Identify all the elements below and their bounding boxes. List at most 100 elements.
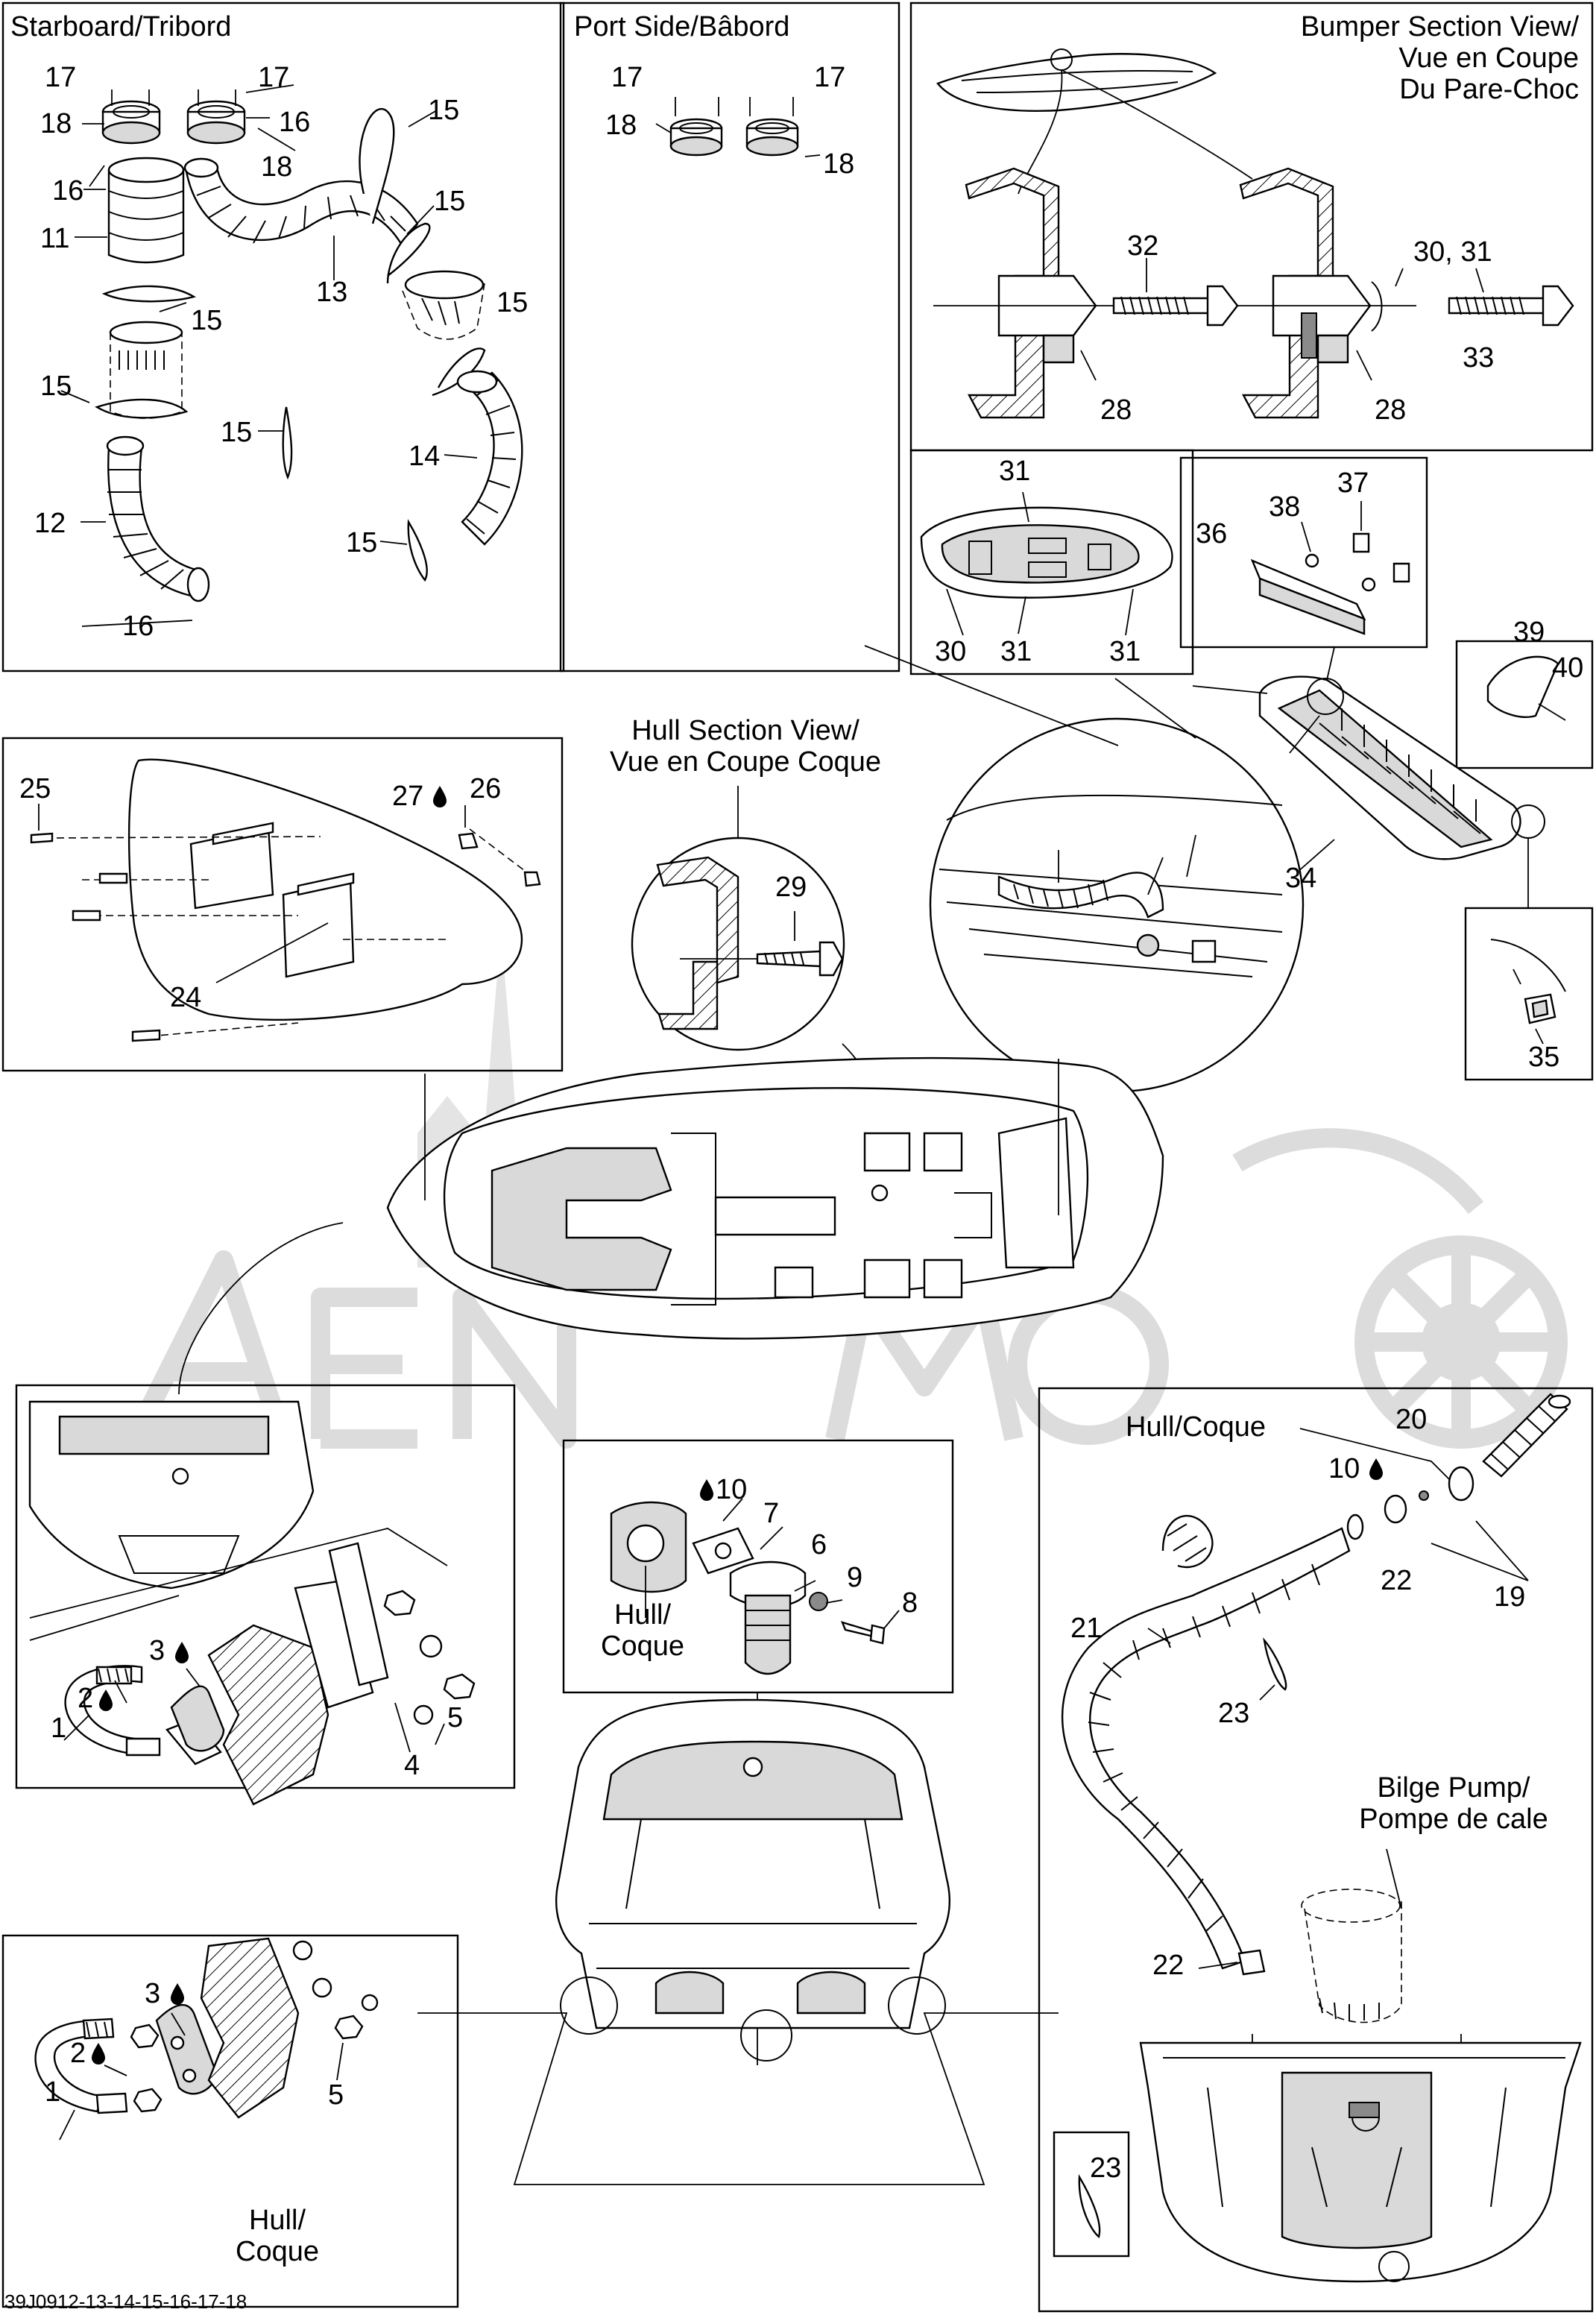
starboard-title: Starboard/Tribord <box>10 11 231 42</box>
bumper-rub-strip <box>1250 501 1410 635</box>
callout-36: 36 <box>1196 518 1227 549</box>
drain-hull-label-line1: Hull/ <box>614 1599 671 1631</box>
callout-3a: 3 <box>149 1635 165 1666</box>
callout-4: 4 <box>404 1750 420 1781</box>
nut-group <box>383 1590 476 1725</box>
hull-section-detail <box>631 786 870 1083</box>
vent-grille-left <box>101 100 161 145</box>
bumper-section-left <box>965 167 1097 419</box>
callout-31b: 31 <box>1000 636 1032 667</box>
callout-6: 6 <box>811 1529 827 1560</box>
bilge-pump-title-line1: Bilge Pump/ <box>1378 1772 1530 1804</box>
callout-17c: 17 <box>611 62 643 93</box>
panel-bumper-section <box>909 1 1594 452</box>
vent-duct-lower-left <box>106 435 210 602</box>
callout-38: 38 <box>1269 491 1300 523</box>
bumper-clip <box>1490 939 1566 1045</box>
panel-port-side <box>559 1 900 673</box>
callout-16a: 16 <box>279 107 310 138</box>
sealant-drop-icon-2b <box>92 2043 105 2064</box>
bumper-tray <box>1192 646 1545 908</box>
callout-5b: 5 <box>328 2079 344 2111</box>
callout-23b: 23 <box>1090 2152 1121 2184</box>
callout-2a: 2 <box>78 1683 93 1714</box>
hull-section-title-line1: Hull Section View/ <box>631 715 859 746</box>
callout-26: 26 <box>470 773 501 804</box>
callout-1a: 1 <box>51 1713 66 1744</box>
callout-7: 7 <box>763 1498 779 1529</box>
vent-grille-right <box>186 100 246 145</box>
callout-labels: 17 17 18 18 16 16 11 15 15 13 15 15 15 1… <box>19 62 1583 2267</box>
bilge-pump-title-line2: Pompe de cale <box>1359 1804 1548 1835</box>
callout-18a: 18 <box>40 108 72 139</box>
callout-15f: 15 <box>221 417 252 448</box>
port-grille-left <box>669 118 723 157</box>
hose-clamp-7 <box>407 519 428 582</box>
callout-32: 32 <box>1127 230 1158 262</box>
bumper-title-line3: Du Pare-Choc <box>1399 74 1579 105</box>
callout-11: 11 <box>40 223 69 254</box>
callout-16c: 16 <box>122 611 154 642</box>
callout-35: 35 <box>1528 1042 1559 1073</box>
callout-16b: 16 <box>52 175 83 207</box>
main-hull-top-view <box>386 1056 1164 1340</box>
port-parts <box>655 97 821 157</box>
callout-28b: 28 <box>1375 394 1406 426</box>
hose-clamp-6 <box>282 406 293 480</box>
callout-10a: 10 <box>716 1474 747 1505</box>
sealant-drop-icon-10b <box>1369 1458 1383 1480</box>
callout-28a: 28 <box>1100 394 1132 426</box>
bumper-section-drawing <box>933 48 1574 419</box>
panel-bilge-pump <box>1038 1387 1594 2313</box>
ubolt-hull-label-line2: Coque <box>236 2236 319 2267</box>
callout-27: 27 <box>392 781 423 812</box>
hose-clamp-3 <box>101 285 197 303</box>
callout-9: 9 <box>847 1562 862 1593</box>
bow-eye-bottom-drawing <box>34 1937 379 2141</box>
bilge-pump-drawing <box>1053 1393 1582 2283</box>
callout-22a: 22 <box>1381 1565 1412 1596</box>
callout-5a: 5 <box>447 1702 463 1733</box>
bilge-hull-coque-label: Hull/Coque <box>1126 1411 1266 1443</box>
callout-15b: 15 <box>434 186 465 217</box>
diagram-code: 39J0912-13-14-15-16-17-18 <box>4 2290 247 2313</box>
callout-20: 20 <box>1395 1404 1427 1435</box>
hose-clamp-4 <box>95 398 189 419</box>
bumper-section-right <box>1239 167 1383 419</box>
callout-30-31: 30, 31 <box>1413 236 1492 268</box>
callout-17d: 17 <box>814 62 845 93</box>
callout-3b: 3 <box>145 1978 160 2009</box>
drain-hull-label-line2: Coque <box>601 1631 684 1662</box>
callout-30: 30 <box>935 636 966 667</box>
callout-37: 37 <box>1337 467 1369 499</box>
callout-12: 12 <box>34 508 66 539</box>
callout-25: 25 <box>19 773 51 804</box>
bumper-title-line1: Bumper Section View/ <box>1301 11 1580 42</box>
callout-17a: 17 <box>45 62 76 93</box>
callout-14: 14 <box>409 441 440 472</box>
sealant-drop-icon-10a <box>700 1479 713 1501</box>
callout-17b: 17 <box>258 62 289 93</box>
hose-clamp-1 <box>359 108 395 224</box>
callout-15e: 15 <box>40 371 72 402</box>
hull-interior-detail <box>929 715 1320 1093</box>
sealant-drop-icon-2a <box>99 1689 113 1711</box>
panel-bumper-end <box>1455 640 1594 769</box>
callout-23a: 23 <box>1218 1698 1249 1729</box>
vent-filter <box>109 321 183 419</box>
boat-side-view <box>936 53 1217 112</box>
panel-bumper-fasteners <box>1179 456 1428 649</box>
panel-drain-plug <box>562 1439 954 1694</box>
bumper-screw-left <box>1112 285 1239 327</box>
panel-bracket <box>1 737 564 1072</box>
bumper-title-line2: Vue en Coupe <box>1398 42 1579 74</box>
callout-2b: 2 <box>70 2038 86 2069</box>
callout-8: 8 <box>902 1587 918 1619</box>
vent-duct-lower-right <box>456 370 523 546</box>
callout-21: 21 <box>1070 1613 1102 1644</box>
callout-15c: 15 <box>191 305 222 336</box>
port-grille-right <box>745 118 799 157</box>
callout-22b: 22 <box>1152 1950 1184 1981</box>
sealant-drop-icon-27 <box>433 786 447 807</box>
callout-40: 40 <box>1552 652 1583 684</box>
